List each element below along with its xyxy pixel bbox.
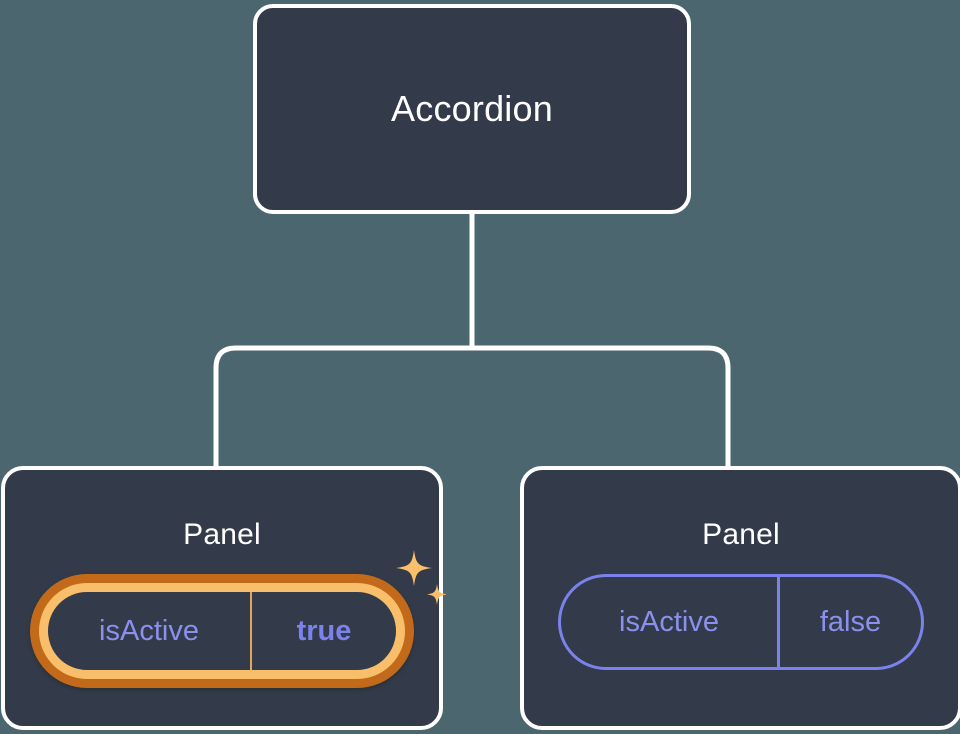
node-title: Panel bbox=[702, 518, 780, 551]
node-accordion[interactable]: Accordion bbox=[253, 4, 691, 214]
sparkle-icon bbox=[396, 550, 447, 605]
prop-key: isActive bbox=[99, 614, 199, 647]
prop-value: false bbox=[777, 577, 921, 667]
prop-pill-wrapper: isActive true bbox=[30, 550, 447, 688]
prop-pill-wrapper: isActive false bbox=[558, 574, 924, 670]
prop-pill-highlight-ring: isActive true bbox=[30, 574, 414, 688]
node-panel-inactive[interactable]: Panel isActive false bbox=[520, 466, 960, 730]
node-panel-active[interactable]: Panel isActive true bbox=[1, 466, 447, 730]
node-title: Accordion bbox=[391, 88, 553, 129]
prop-pill-isactive-true[interactable]: isActive true bbox=[39, 583, 405, 679]
node-title: Panel bbox=[183, 518, 261, 551]
prop-pill-isactive-false[interactable]: isActive false bbox=[558, 574, 924, 670]
prop-value: true bbox=[250, 592, 396, 670]
prop-key: isActive bbox=[619, 605, 719, 638]
